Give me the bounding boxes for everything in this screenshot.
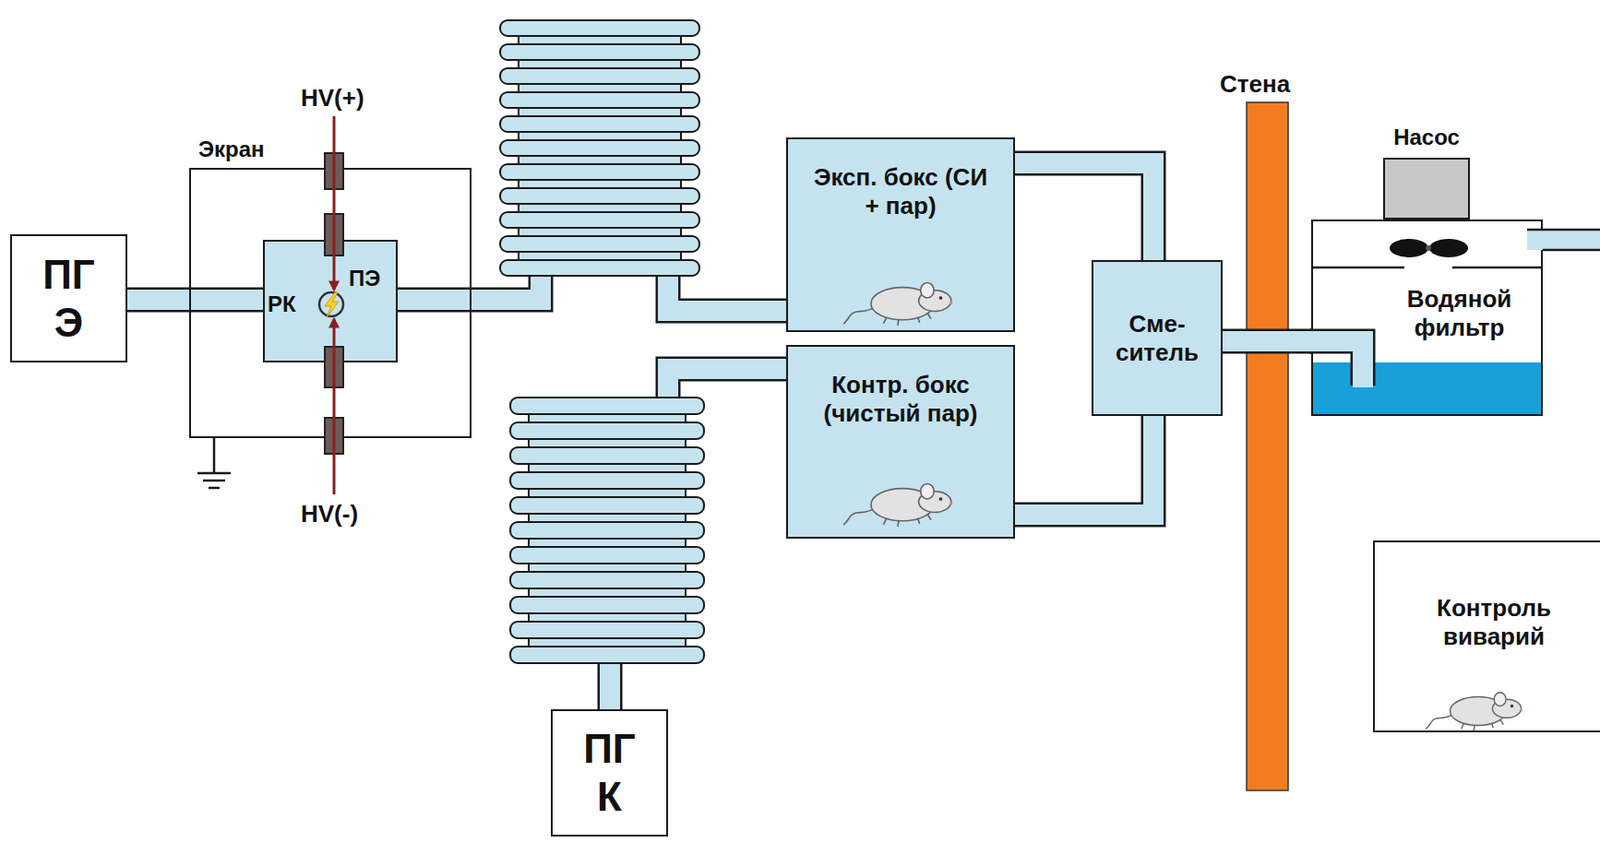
node-text: Контроль виварий	[1415, 594, 1573, 651]
node-heading: ПЭ	[348, 265, 381, 292]
voltage-label: HV(-)	[300, 500, 359, 529]
water-filter: Водяной фильтр	[1311, 219, 1543, 417]
cooling-coil	[500, 20, 700, 276]
node-text: ПГ Э	[32, 250, 107, 347]
water	[1313, 362, 1541, 415]
reaction-chamber: РК ПЭ	[262, 239, 398, 363]
voltage-label: HV(+)	[300, 83, 365, 113]
control-box: Контр. бокс (чистый пар)	[786, 345, 1015, 539]
pipe-connector	[609, 369, 787, 710]
mouse-figure	[841, 483, 953, 527]
mouse-figure	[841, 282, 953, 326]
wall-label: Стена	[1219, 70, 1290, 99]
mixer-box: Сме- ситель	[1091, 260, 1223, 417]
discharge-symbol	[319, 292, 344, 318]
pipe-connector	[127, 299, 263, 301]
node-heading: Насос	[1393, 124, 1460, 151]
exposure-box: Эксп. бокс (СИ + пар)	[786, 137, 1015, 333]
screen-enclosure: ЭкранРКПЭ	[189, 167, 472, 439]
hv-arrow	[333, 319, 336, 495]
node-text: ПГ К	[573, 725, 647, 822]
node-text: Контр. бокс (чистый пар)	[812, 370, 989, 428]
mouse-figure	[1423, 692, 1523, 731]
node-text: Эксп. бокс (СИ + пар)	[812, 163, 989, 220]
node-heading: Экран	[198, 136, 265, 163]
hv-arrow	[333, 116, 336, 290]
pipe-connector	[1014, 416, 1154, 515]
pipe-connector	[397, 110, 787, 311]
exhaust-pipe	[1527, 229, 1600, 251]
node-text: Сме- ситель	[1109, 310, 1206, 367]
generator-box: ПГ К	[550, 709, 669, 837]
ground-symbol	[197, 438, 231, 489]
pump-box: Насос	[1383, 157, 1470, 220]
filter-inlet-pipe	[1307, 341, 1363, 388]
electrode-set	[324, 153, 344, 454]
node-heading: РК	[267, 291, 297, 318]
vivarium-box: Контроль виварий	[1373, 540, 1600, 733]
wall-bar	[1246, 102, 1289, 791]
filter-partition	[1311, 266, 1543, 270]
pipe-connector	[1222, 341, 1312, 343]
node-text: Водяной фильтр	[1390, 285, 1529, 342]
pipe-connector	[1014, 163, 1154, 261]
fan-blades	[1389, 238, 1469, 258]
cooling-coil	[510, 397, 705, 664]
generator-box: ПГ Э	[10, 234, 128, 363]
